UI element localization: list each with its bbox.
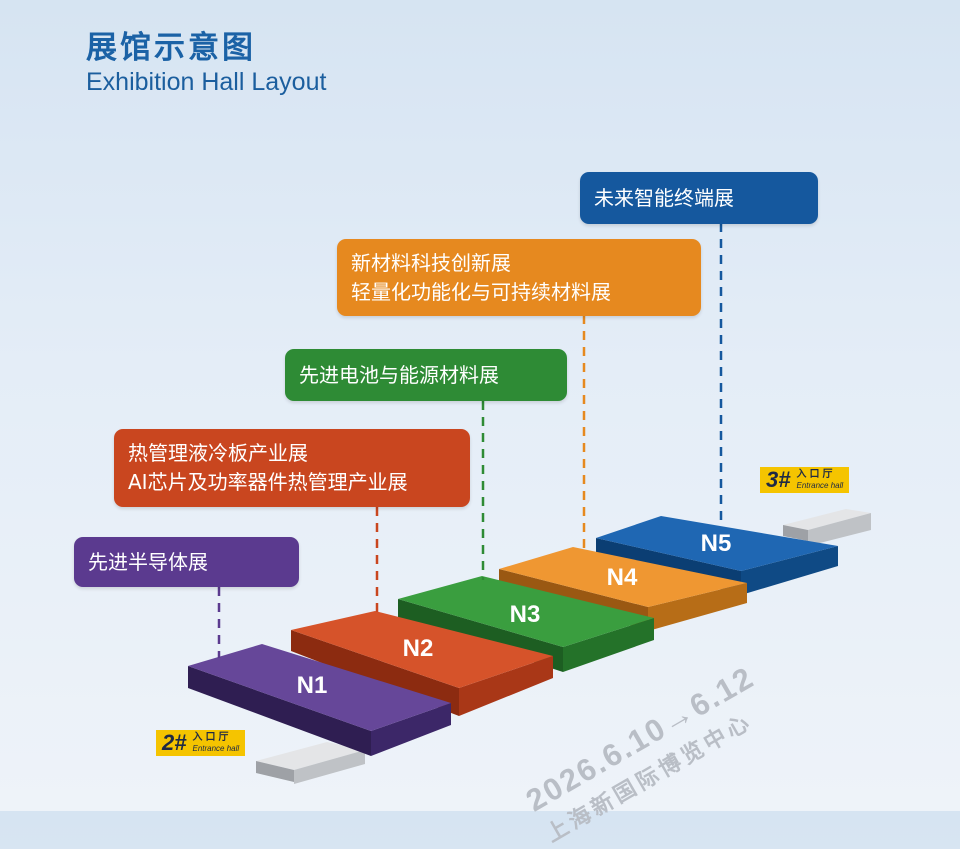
entrance-text-3: 入口厅 Entrance hall [796,467,850,493]
hall-label-N1-line-1: 先进半导体展 [88,549,208,574]
hall-label-N4-line-1: 新材料科技创新展 [351,250,511,275]
entrance-block-3 [783,509,871,546]
hall-id-N4: N4 [607,564,638,591]
hall-label-N5-line-1: 未来智能终端展 [594,185,734,210]
entrance-text-2: 入口厅 Entrance hall [192,730,246,756]
hall-label-N2-line-2: AI芯片及功率器件热管理产业展 [128,470,408,494]
hall-label-N4: 新材料科技创新展 轻量化功能化与可持续材料展 [337,239,701,316]
hall-label-N2: 热管理液冷板产业展 AI芯片及功率器件热管理产业展 [114,429,470,507]
entrance-en-2: Entrance hall [192,744,240,753]
entrance-tag-3: 3# 入口厅 Entrance hall [760,467,850,493]
hall-label-N3: 先进电池与能源材料展 [285,349,567,401]
entrance-number-3: 3# [760,467,797,493]
entrance-zh-2: 入口厅 [192,732,232,743]
hall-id-N3: N3 [510,601,541,628]
hall-id-N2: N2 [403,635,434,662]
page-title: 展馆示意图 [86,30,256,66]
hall-N1[interactable] [188,644,451,756]
hall-id-N1: N1 [297,672,328,699]
entrance-en-3: Entrance hall [796,481,844,490]
hall-diagram: N1 N2 N3 N4 N5 [188,223,871,784]
entrance-zh-3: 入口厅 [796,469,836,480]
hall-label-N4-line-2: 轻量化功能化与可持续材料展 [351,279,611,304]
entrance-block-2 [256,742,365,784]
hall-label-N1: 先进半导体展 [74,537,299,587]
hall-label-N5: 未来智能终端展 [580,172,818,224]
page-subtitle: Exhibition Hall Layout [86,68,327,96]
hall-id-N5: N5 [701,530,732,557]
entrance-number-2: 2# [156,730,193,756]
hall-label-N2-line-1: 热管理液冷板产业展 [128,441,308,465]
hall-label-N3-line-1: 先进电池与能源材料展 [299,362,499,387]
entrance-tag-2: 2# 入口厅 Entrance hall [156,730,246,756]
